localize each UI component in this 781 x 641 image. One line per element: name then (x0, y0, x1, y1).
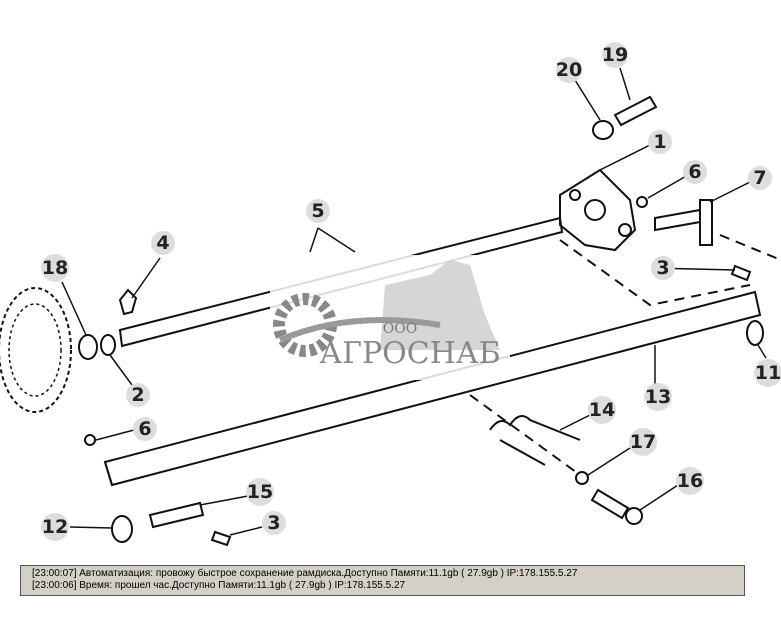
svg-text:ООО: ООО (383, 321, 417, 337)
callout: 3 (262, 511, 286, 535)
svg-text:13: 13 (645, 386, 671, 408)
svg-text:11: 11 (755, 362, 781, 384)
screw (730, 264, 752, 282)
parts-diagram: 20 19 1 6 7 5 4 18 3 11 2 13 14 6 17 16 … (0, 42, 781, 547)
bracket (559, 168, 637, 252)
callout: 20 (556, 57, 582, 83)
callout: 5 (306, 199, 330, 223)
svg-text:18: 18 (42, 257, 68, 279)
callout: 3 (651, 256, 675, 280)
callout: 14 (588, 396, 616, 424)
callout: 13 (644, 383, 672, 411)
nut (575, 471, 589, 485)
key (118, 288, 138, 316)
callout: 7 (748, 166, 772, 190)
callout: 6 (683, 160, 707, 184)
callout: 18 (41, 254, 69, 282)
callout: 16 (676, 467, 704, 495)
washer (746, 320, 764, 346)
svg-text:3: 3 (267, 512, 280, 534)
svg-text:3: 3 (656, 257, 669, 279)
washer (78, 334, 98, 360)
svg-text:5: 5 (311, 200, 324, 222)
status-log: [23:00:07] Автоматизация: провожу быстро… (20, 565, 745, 596)
callout: 2 (126, 383, 150, 407)
spring (489, 415, 581, 466)
washer (111, 515, 133, 543)
gear-wheel (0, 287, 72, 413)
callout: 11 (754, 359, 781, 387)
angle-bar (103, 290, 762, 487)
svg-text:АГРОСНАБ: АГРОСНАБ (319, 336, 500, 371)
svg-text:12: 12 (42, 516, 68, 538)
svg-text:6: 6 (688, 161, 701, 183)
svg-text:1: 1 (653, 131, 666, 153)
agrosnab-watermark-logo: ООО АГРОСНАБ (270, 255, 510, 380)
log-line: [23:00:06] Время: прошел час.Доступно Па… (32, 580, 406, 591)
svg-text:4: 4 (156, 232, 169, 254)
callout: 12 (41, 513, 69, 541)
nut (84, 434, 96, 446)
bolt (613, 95, 658, 127)
callout: 6 (133, 417, 157, 441)
leader-lines (61, 67, 767, 536)
callout: 19 (602, 42, 628, 68)
callout: 17 (629, 428, 657, 456)
svg-text:19: 19 (602, 44, 628, 66)
log-line: [23:00:07] Автоматизация: провожу быстро… (32, 568, 578, 579)
svg-text:7: 7 (753, 167, 766, 189)
nut (100, 334, 116, 356)
svg-text:15: 15 (247, 481, 273, 503)
callout: 1 (648, 130, 672, 154)
pin (654, 199, 713, 246)
bolt (590, 488, 630, 520)
svg-text:17: 17 (630, 431, 656, 453)
svg-text:14: 14 (589, 399, 615, 421)
svg-text:2: 2 (131, 384, 144, 406)
callout: 4 (151, 231, 175, 255)
svg-text:20: 20 (556, 59, 582, 81)
pin (148, 501, 205, 529)
nut (636, 196, 648, 208)
nut (592, 120, 614, 140)
svg-text:16: 16 (677, 470, 703, 492)
svg-text:6: 6 (138, 418, 151, 440)
callout: 15 (246, 478, 274, 506)
screw (210, 530, 232, 547)
